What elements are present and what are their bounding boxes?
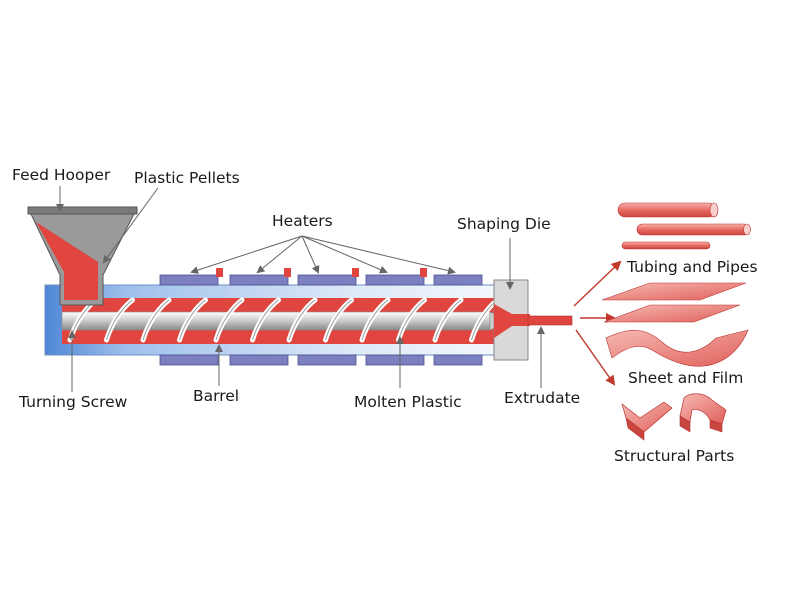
screw-flight-edge (215, 299, 243, 341)
screw-flight-edge (398, 299, 425, 341)
extrudate-strip (527, 315, 573, 326)
label-tubing-and-pipes: Tubing and Pipes (626, 258, 758, 276)
output-arrows (573, 260, 622, 386)
feed-hopper (27, 206, 138, 306)
screw-flight-edge (288, 299, 316, 341)
heaters-bottom (159, 354, 483, 366)
label-barrel: Barrel (193, 387, 239, 405)
shaping-die (493, 279, 530, 361)
leader-lines (56, 186, 545, 392)
label-turning-screw: Turning Screw (18, 393, 128, 411)
screw-flight-edge (179, 299, 206, 341)
screw-flight-edge (361, 299, 389, 341)
screw-flight-edge (142, 299, 170, 341)
tubing-and-pipes-icon (617, 202, 751, 250)
label-molten-plastic: Molten Plastic (354, 393, 462, 411)
screw-flight-edge (325, 299, 352, 341)
label-extrudate: Extrudate (504, 389, 580, 407)
sheet-and-film-icon (601, 282, 749, 367)
screw-flight-edge (434, 299, 462, 341)
label-sheet-and-film: Sheet and Film (628, 369, 743, 387)
screw-flight-edge (106, 299, 133, 341)
heaters-top (159, 268, 483, 286)
structural-parts-icon (621, 393, 727, 441)
label-structural-parts: Structural Parts (614, 447, 734, 465)
label-feed-hopper: Feed Hooper (12, 166, 111, 184)
label-plastic-pellets: Plastic Pellets (134, 169, 240, 187)
screw-flight-edge (252, 299, 279, 341)
label-shaping-die: Shaping Die (457, 215, 551, 233)
label-heaters: Heaters (272, 212, 333, 230)
